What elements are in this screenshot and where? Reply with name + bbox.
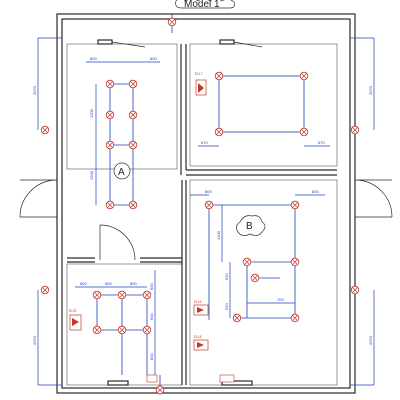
- emergency-label-1: EL17: [195, 72, 203, 76]
- dim-bl-h2: 800: [105, 281, 112, 286]
- luminaire-18: [232, 313, 242, 323]
- luminaire-5: [105, 140, 115, 150]
- dim-tr-2: 670: [318, 140, 325, 145]
- room-label-b: B: [236, 215, 266, 236]
- dim-side-right-top: 2070: [368, 85, 373, 95]
- dim-tr-1: 670: [201, 140, 208, 145]
- luminaire-12: [299, 127, 309, 137]
- luminaire-4: [128, 110, 138, 120]
- luminaire-2: [128, 79, 138, 89]
- luminaires: [40, 17, 360, 395]
- dim-bl-h1: 800: [80, 281, 87, 286]
- emergency-label-4: EL20: [69, 309, 77, 313]
- dim-bl-v2: 600: [149, 313, 154, 320]
- luminaire-15: [242, 257, 252, 267]
- dim-tl-2: 800: [150, 56, 157, 61]
- luminaire-23: [92, 325, 102, 335]
- model-title-cloud: Model 1: [175, 0, 235, 10]
- luminaire-6: [128, 140, 138, 150]
- dim-br-h1: 800: [205, 189, 212, 194]
- dim-bl-v1: 600: [149, 283, 154, 290]
- dim-br-v1: 1200: [216, 230, 221, 240]
- emergency-luminaires: EL17 EL16 EL18 EL20: [69, 72, 209, 351]
- room-label-a: A: [113, 162, 131, 180]
- dim-tl-1: 800: [90, 56, 97, 61]
- luminaire-7: [105, 200, 115, 210]
- luminaire-28: [350, 125, 360, 135]
- emergency-luminaire-3: EL18: [193, 335, 209, 351]
- luminaire-14: [290, 200, 300, 210]
- luminaire-30: [350, 285, 360, 295]
- dim-br-v3: 610: [224, 303, 229, 310]
- luminaire-24: [117, 325, 127, 335]
- luminaire-9: [214, 71, 224, 81]
- luminaire-31: [155, 385, 165, 395]
- dim-side-left-bot: 2070: [32, 335, 37, 345]
- luminaire-19: [250, 273, 260, 283]
- outer-walls: [56, 13, 356, 394]
- dim-tl-v2: 1200: [89, 170, 94, 180]
- luminaire-25: [142, 325, 152, 335]
- luminaire-17: [290, 313, 300, 323]
- luminaire-16: [290, 257, 300, 267]
- junction-box-right: [219, 374, 235, 383]
- emergency-label-2: EL16: [194, 300, 202, 304]
- junction-box-bottom: [146, 374, 158, 383]
- luminaire-8: [128, 200, 138, 210]
- dim-bl-v3: 800: [149, 353, 154, 360]
- luminaire-29: [40, 285, 50, 295]
- dim-br-v4: 700: [277, 297, 284, 302]
- dim-side-right-bot: 2070: [368, 335, 373, 345]
- emergency-label-3: EL18: [194, 335, 202, 339]
- dim-bl-h3: 800: [130, 281, 137, 286]
- luminaire-27: [40, 125, 50, 135]
- dim-br-h2: 800: [312, 189, 319, 194]
- room-partitions: [66, 43, 338, 386]
- luminaire-22: [142, 290, 152, 300]
- svg-text:B: B: [246, 221, 253, 232]
- emergency-luminaire-4: EL20: [69, 309, 82, 331]
- emergency-luminaire-1: EL17: [195, 72, 207, 96]
- emergency-luminaire-2: EL16: [193, 300, 209, 316]
- dimension-lines: 800 800 1200 1200 670 670 800 800 1200 6…: [32, 37, 375, 386]
- luminaire-10: [299, 71, 309, 81]
- svg-text:A: A: [118, 167, 125, 178]
- model-title: Model 1: [184, 0, 220, 10]
- luminaire-3: [105, 110, 115, 120]
- dim-side-left-top: 2070: [32, 85, 37, 95]
- luminaire-1: [105, 79, 115, 89]
- doors: [19, 39, 393, 386]
- luminaire-13: [204, 200, 214, 210]
- dim-tl-v1: 1200: [89, 108, 94, 118]
- dim-br-v2: 610: [224, 273, 229, 280]
- luminaire-11: [214, 127, 224, 137]
- luminaire-21: [117, 290, 127, 300]
- luminaire-26: [167, 17, 177, 27]
- luminaire-20: [92, 290, 102, 300]
